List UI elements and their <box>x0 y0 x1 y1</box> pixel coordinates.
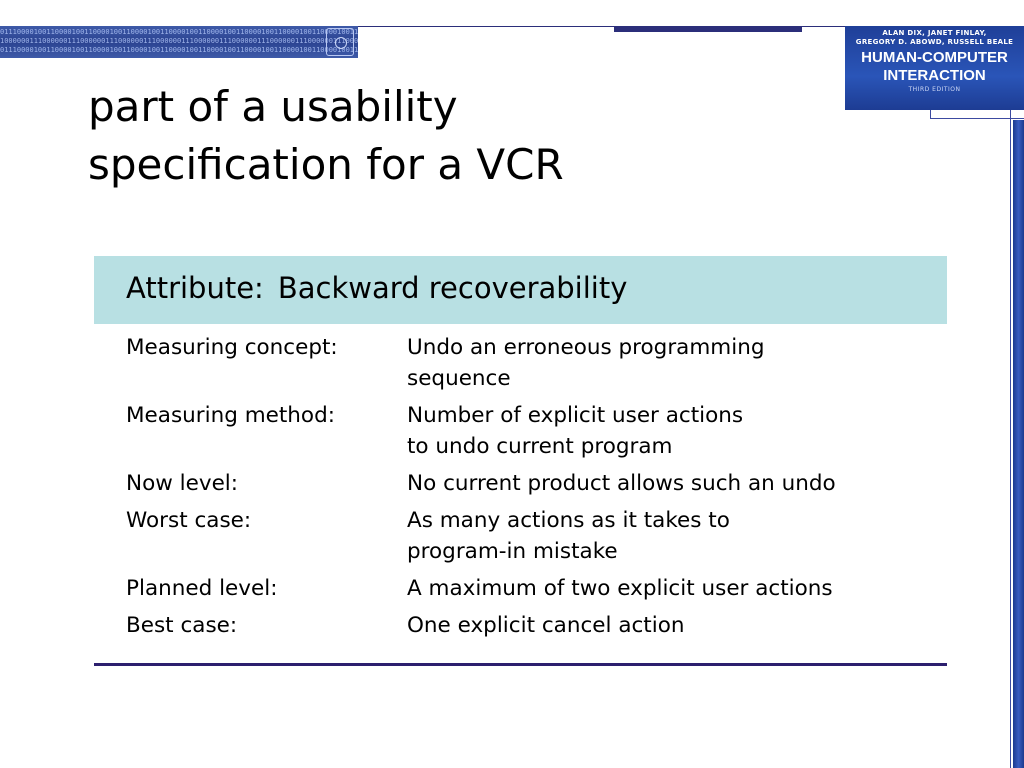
row-value-line: One explicit cancel action <box>407 613 685 638</box>
book-cover-logo: ALAN DIX, JANET FINLAY, GREGORY D. ABOWD… <box>845 26 1024 110</box>
bottom-rule <box>94 663 947 666</box>
book-title-line1: HUMAN-COMPUTER <box>861 49 1008 66</box>
row-value-line: to undo current program <box>407 434 673 459</box>
header-accent-bar <box>614 26 802 32</box>
frame-rule <box>930 110 931 119</box>
table-row: Planned level: A maximum of two explicit … <box>126 573 936 604</box>
side-decoration-strip <box>1013 120 1024 768</box>
row-value-line: Number of explicit user actions <box>407 403 744 428</box>
row-value-line: program-in mistake <box>407 539 618 564</box>
row-value: Undo an erroneous programming sequence <box>407 332 936 394</box>
frame-rule <box>930 118 1024 119</box>
table-row: Now level: No current product allows such… <box>126 468 936 499</box>
specification-table: Measuring concept: Undo an erroneous prog… <box>126 332 936 647</box>
row-value-line: As many actions as it takes to <box>407 508 730 533</box>
header-rule <box>358 26 862 27</box>
frame-rule <box>1010 110 1011 768</box>
header-banner: 0111000010011000010011000010011000010011… <box>0 26 358 58</box>
row-value: Number of explicit user actions to undo c… <box>407 400 936 462</box>
row-value-line: A maximum of two explicit user actions <box>407 576 833 601</box>
book-title-line2: INTERACTION <box>883 67 986 84</box>
row-value: One explicit cancel action <box>407 610 936 641</box>
row-value: No current product allows such an undo <box>407 468 936 499</box>
table-row: Worst case: As many actions as it takes t… <box>126 505 936 567</box>
book-edition: THIRD EDITION <box>908 86 961 93</box>
row-value-line: No current product allows such an undo <box>407 471 836 496</box>
table-row: Measuring method: Number of explicit user… <box>126 400 936 462</box>
row-value-line: Undo an erroneous programming <box>407 335 765 360</box>
table-row: Measuring concept: Undo an erroneous prog… <box>126 332 936 394</box>
book-authors-line2: GREGORY D. ABOWD, RUSSELL BEALE <box>855 38 1014 46</box>
row-label: Now level: <box>126 471 239 496</box>
row-value: As many actions as it takes to program-in… <box>407 505 936 567</box>
attribute-value: Backward recoverability <box>277 271 628 305</box>
row-label: Best case: <box>126 613 238 638</box>
row-label: Measuring concept: <box>126 335 338 360</box>
target-icon <box>326 28 354 56</box>
slide-title-line: part of a usability <box>88 82 458 131</box>
row-value: A maximum of two explicit user actions <box>407 573 936 604</box>
row-value-line: sequence <box>407 366 511 391</box>
slide-title: part of a usability specification for a … <box>88 78 808 194</box>
slide-title-line: specification for a VCR <box>88 140 564 189</box>
row-label: Planned level: <box>126 576 278 601</box>
attribute-label: Attribute: <box>126 271 264 305</box>
row-label: Worst case: <box>126 508 252 533</box>
row-label: Measuring method: <box>126 403 335 428</box>
attribute-text: Attribute: Backward recoverability <box>126 270 627 306</box>
attribute-header: Attribute: Backward recoverability <box>94 256 947 324</box>
book-authors-line1: ALAN DIX, JANET FINLAY, <box>882 29 987 37</box>
table-row: Best case: One explicit cancel action <box>126 610 936 641</box>
banner-binary-pattern: 0111000010011000010011000010011000010011… <box>0 28 358 54</box>
